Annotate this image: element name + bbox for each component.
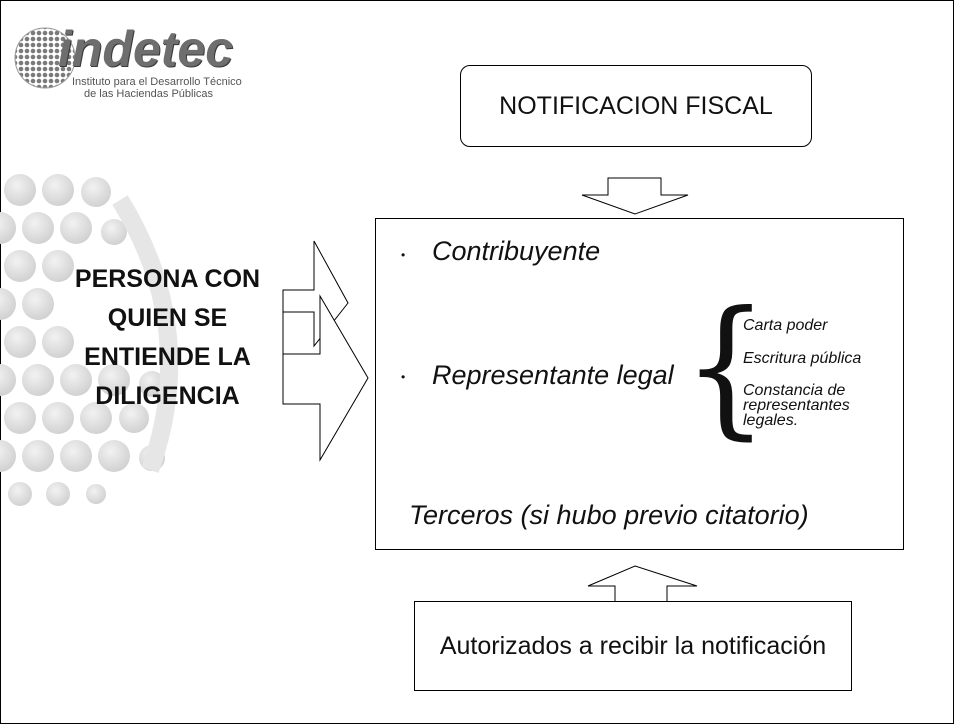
logo-subtitle-line2: de las Haciendas Públicas bbox=[84, 88, 214, 100]
main-box bbox=[375, 218, 904, 550]
logo-wordmark: indetec bbox=[58, 21, 234, 77]
doc-constancia: Constancia de representantes legales. bbox=[743, 382, 850, 429]
curly-brace-icon: { bbox=[682, 280, 769, 454]
logo-globe-icon bbox=[14, 27, 76, 89]
title-box: NOTIFICACION FISCAL bbox=[460, 65, 812, 147]
down-arrow bbox=[581, 177, 689, 215]
doc-carta-poder: Carta poder bbox=[743, 317, 828, 334]
bullet-icon: • bbox=[401, 370, 406, 384]
decorative-dot-pattern bbox=[0, 174, 179, 506]
sub-bullet-icon: • bbox=[729, 386, 733, 396]
item-terceros: Terceros (si hubo previo citatorio) bbox=[409, 500, 809, 530]
logo-subtitle-line1: Instituto para el Desarrollo Técnico bbox=[72, 76, 242, 88]
item-contribuyente: Contribuyente bbox=[432, 236, 601, 266]
autorizados-box: Autorizados a recibir la notificación bbox=[414, 601, 852, 691]
item-representante-legal: Representante legal bbox=[432, 360, 674, 390]
doc-escritura-publica: Escritura pública bbox=[743, 350, 862, 367]
sub-bullet-icon: • bbox=[729, 320, 733, 330]
up-arrow bbox=[587, 565, 698, 604]
autorizados-label: Autorizados a recibir la notificación bbox=[439, 631, 827, 660]
bullet-icon: • bbox=[401, 248, 406, 262]
sub-bullet-icon: • bbox=[729, 353, 733, 363]
persona-label: PERSONA CON QUIEN SE ENTIENDE LA DILIGEN… bbox=[74, 265, 261, 410]
bracket-arrow-lower bbox=[282, 294, 369, 462]
diagram-title: NOTIFICACION FISCAL bbox=[499, 91, 773, 120]
